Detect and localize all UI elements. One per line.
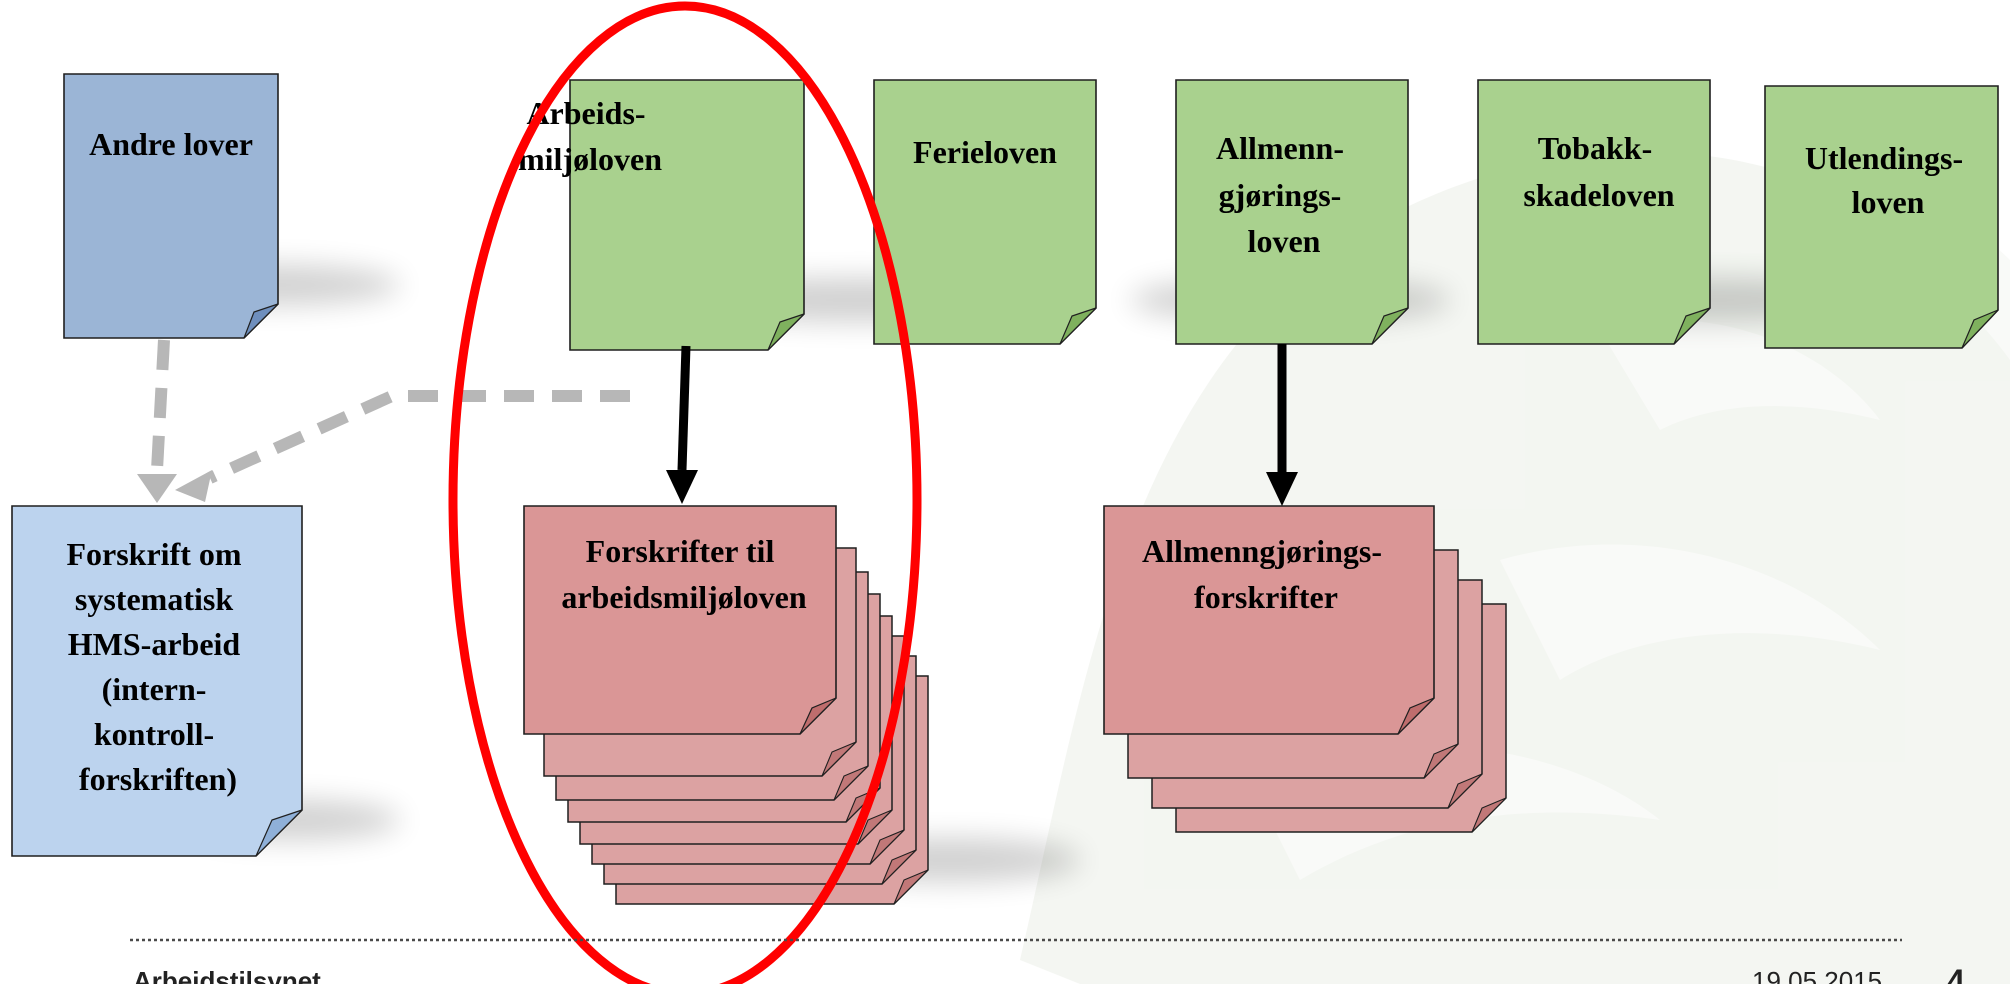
allmenngjoringsforskrifter-document: Allmenngjørings- forskrifter [1103, 505, 1435, 735]
allmenngjoringsloven-label: Allmenn- gjørings- loven [1216, 130, 1352, 259]
page-curl-icon [1471, 797, 1507, 833]
andre-lover-to-internkontroll-connector [151, 339, 170, 471]
page-curl-icon [833, 765, 869, 801]
page-curl-icon [1673, 307, 1711, 345]
page-curl-icon [767, 313, 805, 351]
footer-organization: Arbeidstilsynet [133, 966, 321, 984]
page-curl-icon [1423, 743, 1459, 779]
tobakkskadeloven-label: Tobakk- skadeloven [1523, 130, 1674, 213]
arrow-head-icon [666, 470, 698, 504]
forskrifter-til-arbeidsmiljoloven-document: Forskrifter til arbeidsmiljøloven [523, 505, 837, 735]
dashed-connectors [151, 339, 630, 484]
arbeidsmiljoloven-to-forskrifter-arrow [677, 345, 691, 471]
andre-lover-document: Andre lover [63, 73, 279, 339]
ferieloven-page [873, 79, 1097, 345]
page-curl-icon [799, 697, 837, 735]
page-curl-icon [1447, 773, 1483, 809]
ferieloven-label: Ferieloven [913, 134, 1057, 170]
utlendingsloven-label: Utlendings- loven [1805, 140, 1971, 220]
andre-lover-label: Andre lover [89, 126, 253, 162]
arrow-head-icon [1266, 472, 1298, 506]
tobakkskadeloven-document: Tobakk- skadeloven [1477, 79, 1711, 345]
page-curl-icon [857, 809, 893, 845]
footer-date: 19.05.2015 [1752, 966, 1882, 984]
page-curl-icon [881, 849, 917, 885]
page-curl-icon [869, 829, 905, 865]
page-curl-icon [255, 809, 303, 857]
andre-lover-page [63, 73, 279, 339]
arbeidsmiljoloven-document: Arbeids- miljøloven [518, 79, 805, 351]
page-curl-icon [821, 741, 857, 777]
page-curl-icon [1961, 309, 1999, 349]
page-curl-icon [1397, 697, 1435, 735]
page-curl-icon [1371, 307, 1409, 345]
footer-page-number: 4 [1947, 963, 1965, 984]
page-curl-icon [1059, 307, 1097, 345]
arbeidsmiljoloven-to-internkontroll-connector [207, 390, 630, 484]
solid-arrows [666, 344, 1298, 506]
internkontrollforskriften-label: Forskrift om systematisk HMS-arbeid (int… [66, 536, 249, 797]
allmenngjoringsloven-document: Allmenn- gjørings- loven [1175, 79, 1409, 345]
page-curl-icon [893, 869, 929, 905]
page-curl-icon [243, 303, 279, 339]
arrow-head-icon [175, 470, 212, 502]
internkontrollforskriften-document: Forskrift om systematisk HMS-arbeid (int… [11, 505, 303, 857]
highlight-ellipse [448, 1, 922, 984]
utlendingsloven-document: Utlendings- loven [1764, 85, 1999, 349]
arrow-head-icon [137, 474, 177, 503]
forskrifter-til-arbeidsmiljoloven-label: Forskrifter til arbeidsmiljøloven [561, 533, 807, 615]
ferieloven-document: Ferieloven [873, 79, 1097, 345]
allmenngjoringsforskrifter-label: Allmenngjørings- forskrifter [1142, 533, 1390, 615]
